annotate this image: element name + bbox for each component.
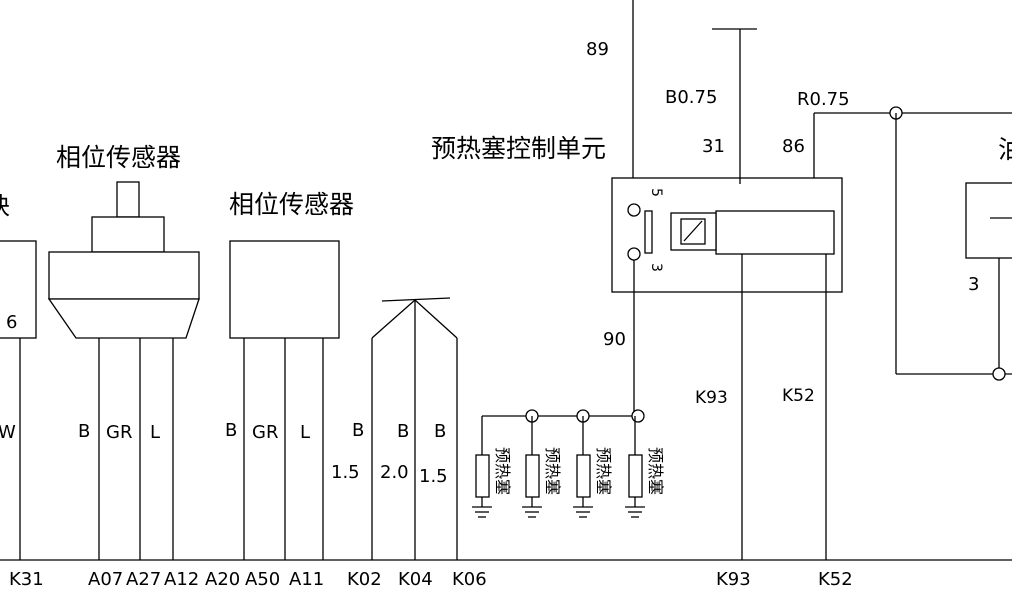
glow-plug-label: 预热塞 xyxy=(594,447,613,495)
bottom-connector-label: K31 xyxy=(9,569,44,590)
pin-5-terminal xyxy=(627,203,641,217)
bus-junction-3 xyxy=(631,409,645,423)
pin-3-terminal xyxy=(627,247,641,261)
glow-plug: 预热塞 xyxy=(573,416,613,518)
sensor-a-wire-l: L xyxy=(150,422,160,443)
edge-right-pin-3: 3 xyxy=(968,274,979,295)
edge-left-connector xyxy=(0,240,37,339)
bottom-connector-label: K06 xyxy=(452,569,487,590)
wire-89-label: 89 xyxy=(586,39,609,60)
bottom-connector-label: A50 xyxy=(245,569,280,590)
pin-31-label: 31 xyxy=(702,136,725,157)
wire-90-label: 90 xyxy=(603,329,626,350)
splice-wire-b2: B xyxy=(397,421,409,442)
bottom-connector-label: A12 xyxy=(164,569,199,590)
sensor-b-wire-gr: GR xyxy=(252,422,278,443)
glow-plug: 预热塞 xyxy=(472,416,512,518)
edge-left-label: 块 xyxy=(0,192,10,220)
edge-right-box xyxy=(965,182,1012,259)
bottom-connector-label: K52 xyxy=(818,569,853,590)
glow-plug: 预热塞 xyxy=(625,416,665,518)
left-pin-6: 6 xyxy=(6,312,17,333)
relay-coil-diag xyxy=(683,220,703,242)
wire-k06-diag xyxy=(414,299,458,339)
wire-right-junction xyxy=(992,367,1006,381)
internal-switch xyxy=(644,210,653,254)
wire-k52-label: K52 xyxy=(782,386,815,406)
wire-k02-diag xyxy=(371,299,416,339)
splice-size-2: 2.0 xyxy=(380,462,409,483)
splice-wire-b3: B xyxy=(434,421,446,442)
pin-3-label: 3 xyxy=(648,263,664,272)
phase-sensor-a-label: 相位传感器 xyxy=(56,143,181,172)
bottom-connector-label: A27 xyxy=(126,569,161,590)
glow-plug-label: 预热塞 xyxy=(493,447,512,495)
relay-coil-body xyxy=(715,210,835,255)
glow-plug: 预热塞 xyxy=(522,416,562,518)
bottom-connector-label: K02 xyxy=(347,569,382,590)
sensor-a-wire-b: B xyxy=(78,421,90,442)
sensor-a-cap-top xyxy=(116,181,140,218)
wire-r075-label: R0.75 xyxy=(797,89,850,110)
bottom-connector-label: K04 xyxy=(398,569,433,590)
wire-k93-label: K93 xyxy=(695,388,728,408)
bottom-connector-label: K93 xyxy=(716,569,751,590)
glow-plug-resistor xyxy=(576,454,591,498)
sensor-b-wire-b: B xyxy=(225,420,237,441)
bottom-connector-label: A07 xyxy=(88,569,123,590)
sensor-b-wire-l: L xyxy=(300,422,310,443)
glow-plug-label: 预热塞 xyxy=(646,447,665,495)
glow-plug-label: 预热塞 xyxy=(543,447,562,495)
glow-control-unit-label: 预热塞控制单元 xyxy=(431,134,606,163)
pin-5-label: 5 xyxy=(648,188,664,197)
glow-plug-resistor xyxy=(525,454,540,498)
sensor-a-body xyxy=(48,251,200,300)
pin-86-label: 86 xyxy=(782,136,805,157)
sensor-a-base xyxy=(47,298,200,339)
phase-sensor-b-label: 相位传感器 xyxy=(229,190,354,219)
bottom-connector-label: A20 xyxy=(205,569,240,590)
wire-b075-label: B0.75 xyxy=(665,87,717,108)
glow-plug-resistor xyxy=(475,454,490,498)
bottom-connector-label: A11 xyxy=(289,569,324,590)
glow-plug-resistor xyxy=(628,454,643,498)
splice-bar xyxy=(381,297,451,302)
sensor-a-wire-gr: GR xyxy=(106,422,132,443)
splice-size-1: 1.5 xyxy=(331,462,360,483)
splice-wire-b1: B xyxy=(352,420,364,441)
sensor-a-cap xyxy=(91,216,165,253)
splice-size-3: 1.5 xyxy=(419,466,448,487)
sensor-b-body xyxy=(229,240,340,339)
edge-right-label: 油 xyxy=(998,135,1012,164)
wire-left-color: W xyxy=(0,422,16,443)
